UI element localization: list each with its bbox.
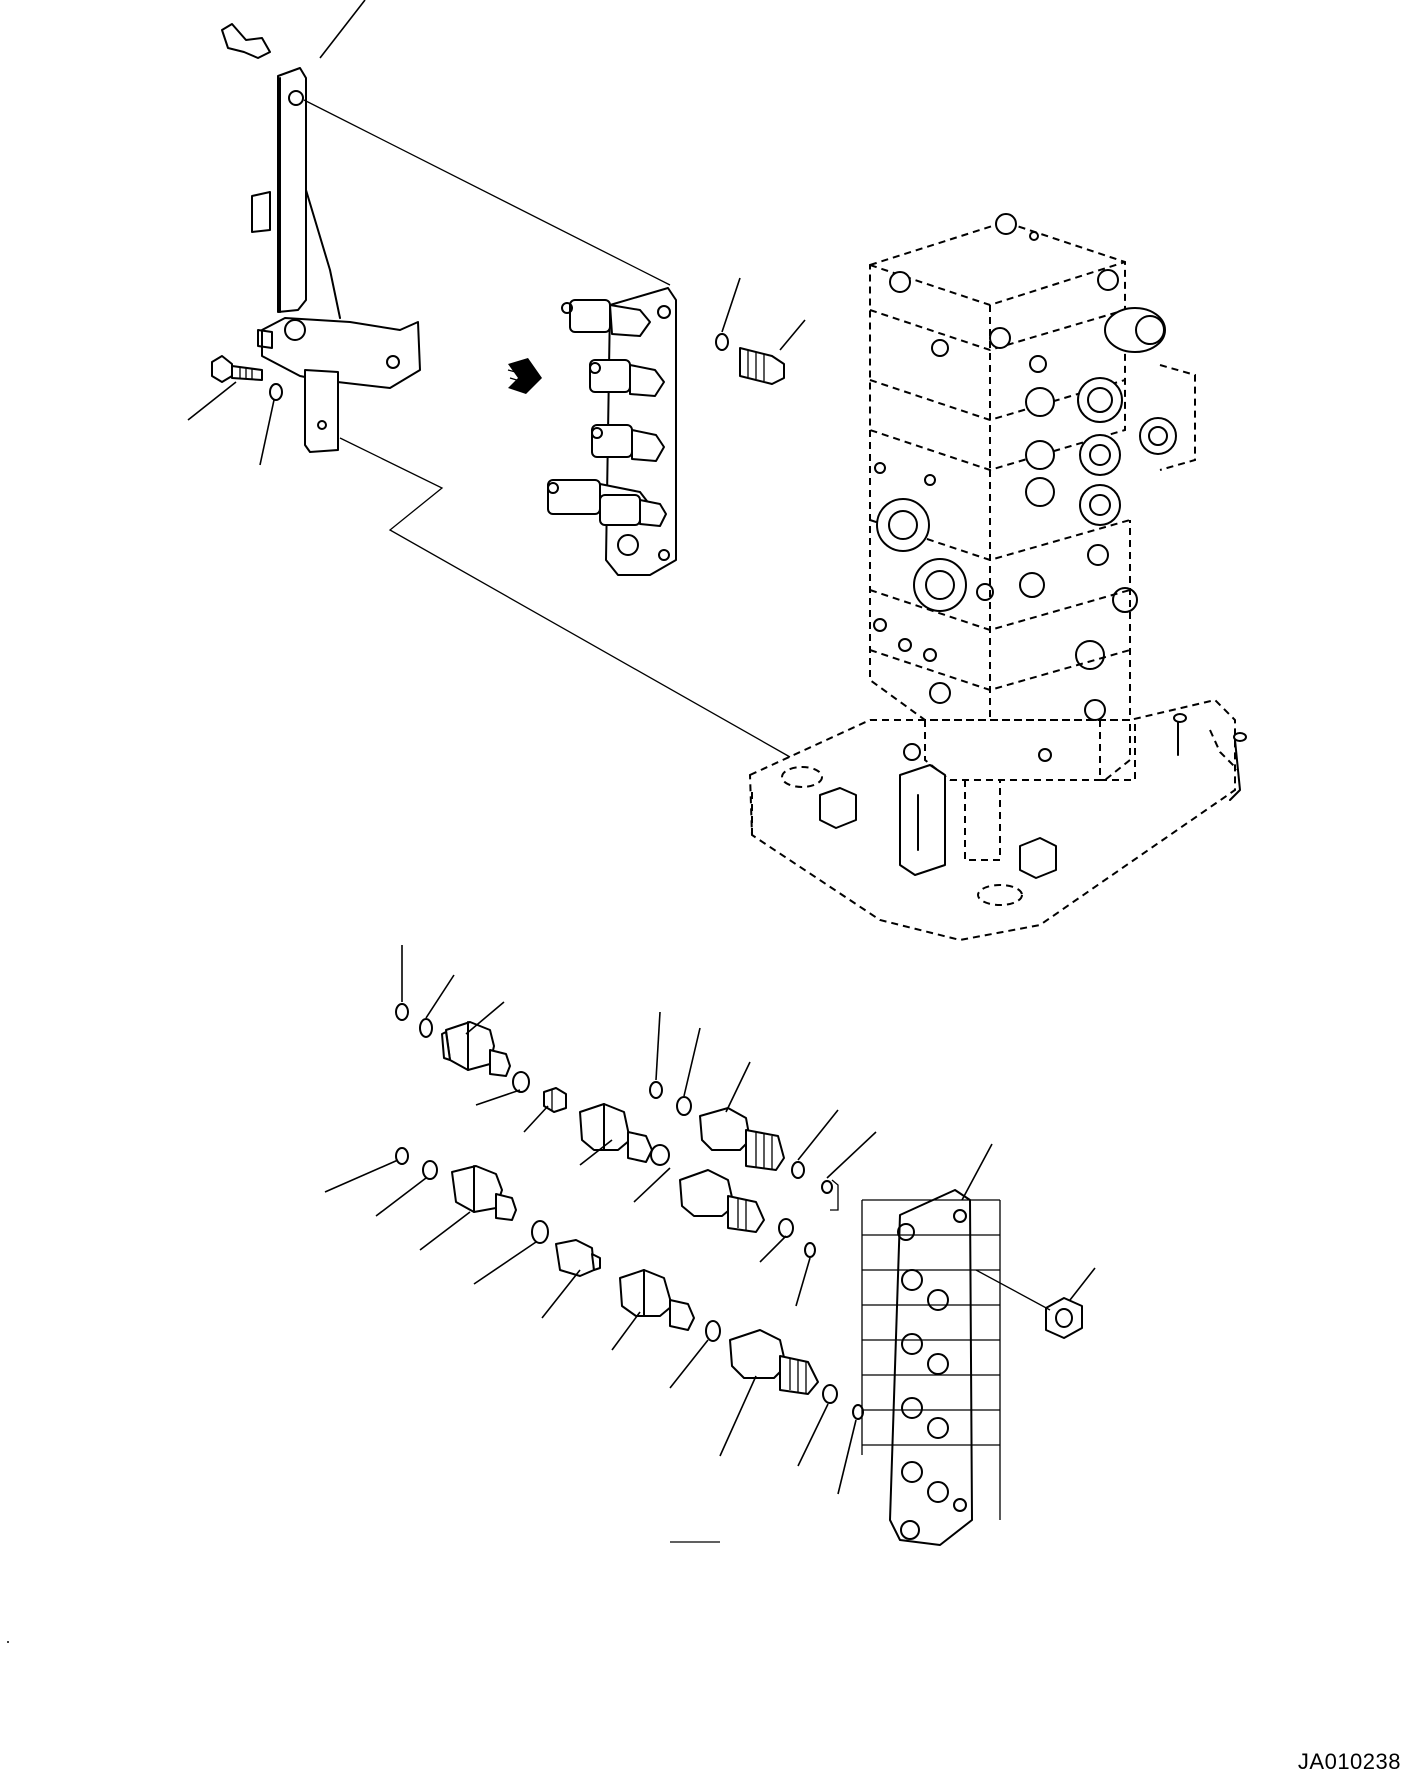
drawing-number: JA010238 <box>1297 1749 1401 1774</box>
manifold-block <box>889 1189 973 1546</box>
stray-mark <box>7 1541 720 1643</box>
pressure-switch <box>451 1165 517 1221</box>
plug <box>543 1087 567 1113</box>
direction-arrow-icon <box>507 358 542 394</box>
adapter <box>579 1103 653 1163</box>
valve-mounting-bolt <box>715 333 785 385</box>
pressure-sensor <box>679 1169 765 1233</box>
pressure-sensor <box>699 1107 785 1171</box>
guide-lines <box>303 99 791 758</box>
leader-lines-lower <box>324 945 1096 1495</box>
solenoid-valve <box>561 299 651 337</box>
plug <box>555 1239 601 1277</box>
solenoid-valve <box>591 424 665 462</box>
solenoid-fitting <box>1025 307 1177 526</box>
solenoid-valve <box>589 359 665 397</box>
solenoid-valve <box>599 494 667 527</box>
hex-nut <box>1045 1297 1083 1339</box>
leader-lines <box>187 0 806 466</box>
mounting-bracket <box>221 23 421 453</box>
o-ring <box>395 1003 864 1420</box>
adapter <box>619 1269 695 1331</box>
main-control-valve <box>869 213 1196 781</box>
pressure-switch <box>441 1021 511 1077</box>
base-plate <box>748 698 1247 942</box>
pressure-sensor <box>729 1329 819 1395</box>
bracket-washer <box>269 383 283 401</box>
solenoid-valve-assembly <box>547 287 677 576</box>
guide-lines-lower <box>830 1179 1051 1520</box>
bracket-bolt <box>211 355 263 383</box>
